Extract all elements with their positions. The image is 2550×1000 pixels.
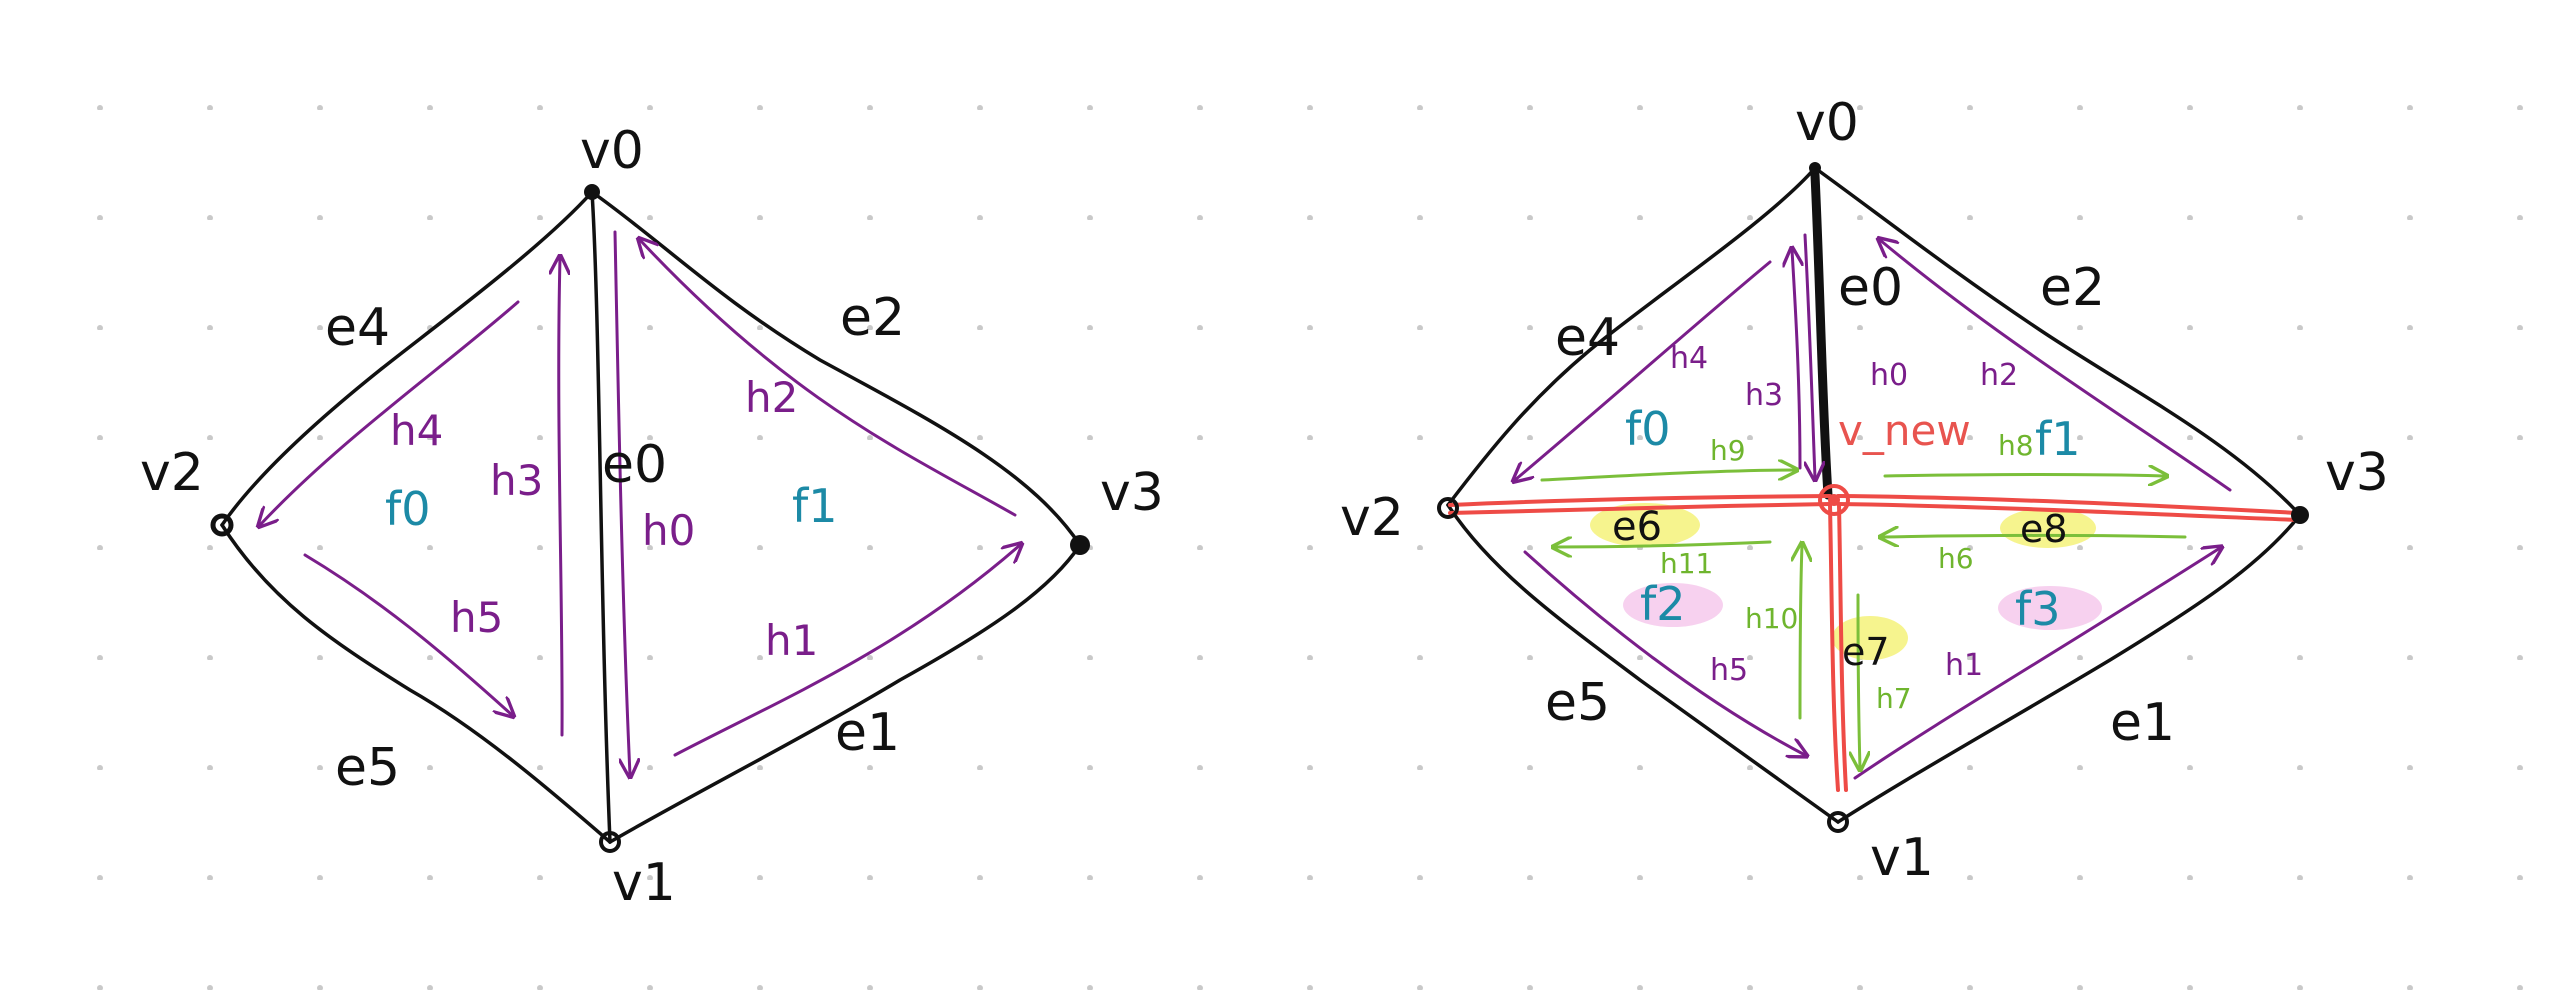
right-edge-e8-highlight — [2000, 508, 2096, 548]
right-halfedge-h6-arrow — [1882, 536, 2187, 538]
left-halfedge-h2-label: h2 — [745, 373, 798, 422]
right-edge-e8 — [1836, 494, 2300, 515]
right-halfedge-h6-label: h6 — [1938, 542, 1974, 575]
left-halfedge-h5-arrow — [303, 553, 512, 715]
right-edge-e4-label: e4 — [1555, 308, 1620, 368]
right-vertex-v_new-dot — [1818, 484, 1850, 516]
right-halfedge-h9-label: h9 — [1710, 434, 1746, 467]
right-halfedge-h9-arrow — [1540, 470, 1795, 482]
right-edge-e8-label: e8 — [2020, 507, 2068, 551]
right-edge-e6-label: e6 — [1612, 504, 1662, 550]
right-edge-e6-highlight — [1590, 503, 1700, 547]
left-edge-e5 — [220, 523, 612, 844]
right-halfedge-h5-label: h5 — [1710, 653, 1748, 688]
right-halfedge-h2-label: h2 — [1980, 358, 2018, 393]
right-face-f1-label: f1 — [2035, 412, 2080, 466]
left-edge-e4-label: e4 — [325, 298, 390, 358]
left-edge-e4 — [220, 190, 594, 527]
left-halfedge-h5-label: h5 — [450, 593, 503, 642]
left-halfedge-h3-arrow — [559, 258, 562, 737]
left-halfedge-h3-label: h3 — [490, 456, 543, 505]
right-face-f2-highlight — [1623, 583, 1723, 627]
right-vertex-v1-dot — [1827, 811, 1849, 833]
right-halfedge-h3-label: h3 — [1745, 378, 1783, 413]
right-halfedge-h11-arrow — [1555, 542, 1772, 547]
right-halfedge-h0-arrow — [1803, 233, 1815, 478]
left-vertex-v0-label: v0 — [580, 121, 644, 181]
right-halfedge-h0-label: h0 — [1870, 358, 1908, 393]
left-face-f0-label: f0 — [385, 482, 430, 536]
right-edge-e7 — [1828, 503, 1840, 792]
left-halfedge-h4-arrow — [260, 300, 520, 525]
left-mesh: v0 v1 v2 v3 e0 e1 e2 e4 e5 f0 f1 h0 h1 h… — [140, 121, 1164, 913]
right-mesh: v0 v1 v2 v3 v_new e0 e1 e2 e4 e5 e6 e7 e… — [1340, 93, 2389, 888]
left-vertex-v2-dot — [210, 513, 234, 537]
left-edge-e2-label: e2 — [840, 288, 905, 348]
right-vertex-v0-label: v0 — [1795, 93, 1859, 153]
left-vertex-v3-label: v3 — [1100, 463, 1164, 523]
left-vertex-v3-dot — [1070, 535, 1090, 555]
right-edge-e4 — [1446, 166, 1817, 507]
right-vertex-v2-dot — [1437, 497, 1459, 519]
right-edge-e6-double — [1448, 502, 1832, 515]
left-halfedge-h0-arrow — [613, 230, 630, 775]
right-halfedge-h10-arrow — [1800, 545, 1802, 720]
right-halfedge-h8-arrow — [1883, 475, 2165, 477]
right-edge-e0 — [1810, 170, 1833, 500]
left-halfedge-h4-label: h4 — [390, 406, 443, 455]
right-face-f3-label: f3 — [2015, 582, 2060, 636]
left-halfedge-h0-label: h0 — [642, 506, 695, 555]
left-face-f1-label: f1 — [792, 479, 837, 533]
right-vertex-v2-label: v2 — [1340, 488, 1404, 548]
right-halfedge-h1-arrow — [1853, 548, 2220, 780]
right-halfedge-h4-label: h4 — [1670, 341, 1708, 376]
left-edge-e0 — [590, 190, 612, 844]
right-halfedge-h10-label: h10 — [1745, 602, 1798, 635]
right-halfedge-h2-arrow — [1880, 240, 2232, 492]
right-edge-e7-double — [1837, 503, 1848, 792]
right-vertex-v_new-label: v_new — [1838, 406, 1971, 455]
left-vertex-v1-label: v1 — [612, 853, 676, 913]
left-edge-e5-label: e5 — [335, 738, 400, 798]
right-edge-e6 — [1448, 494, 1832, 507]
left-halfedge-h2-arrow — [640, 240, 1017, 517]
left-edge-e1 — [608, 543, 1082, 844]
right-edge-e7-highlight — [1832, 616, 1908, 660]
right-halfedge-h1-label: h1 — [1945, 648, 1983, 683]
right-face-f0-label: f0 — [1625, 402, 1670, 456]
right-face-f2-label: f2 — [1640, 577, 1685, 631]
right-edge-e0-label: e0 — [1838, 258, 1903, 318]
right-vertex-v0-dot — [1809, 162, 1821, 174]
left-vertex-v1-dot — [599, 831, 621, 853]
right-vertex-v_new-center — [1828, 494, 1840, 506]
right-vertex-v1-label: v1 — [1870, 828, 1934, 888]
right-edge-e7-label: e7 — [1842, 630, 1890, 674]
right-edge-e5 — [1446, 503, 1840, 824]
right-halfedge-h8-label: h8 — [1998, 429, 2034, 462]
left-edge-e1-label: e1 — [835, 703, 900, 763]
right-face-f3-highlight — [1998, 586, 2102, 630]
left-vertex-v2-label: v2 — [140, 443, 204, 503]
right-edge-e2-label: e2 — [2040, 258, 2105, 318]
right-halfedge-h7-arrow — [1858, 593, 1860, 768]
right-edge-e2 — [1813, 166, 2302, 517]
right-vertex-v3-dot — [2291, 506, 2309, 524]
right-edge-e8-double — [1836, 502, 2300, 522]
right-vertex-v3-label: v3 — [2325, 443, 2389, 503]
right-halfedge-h7-label: h7 — [1876, 682, 1912, 715]
left-halfedge-h1-label: h1 — [765, 616, 818, 665]
right-halfedge-h11-label: h11 — [1660, 547, 1713, 580]
right-edge-e1 — [1836, 513, 2302, 824]
right-edge-e5-label: e5 — [1545, 673, 1610, 733]
right-halfedge-h5-arrow — [1523, 550, 1805, 755]
left-vertex-v0-dot — [584, 184, 600, 200]
right-halfedge-h4-arrow — [1515, 260, 1772, 480]
right-edge-e1-label: e1 — [2110, 693, 2175, 753]
right-halfedge-h3-arrow — [1792, 250, 1800, 470]
left-halfedge-h1-arrow — [673, 545, 1020, 757]
left-edge-e0-label: e0 — [602, 435, 667, 495]
